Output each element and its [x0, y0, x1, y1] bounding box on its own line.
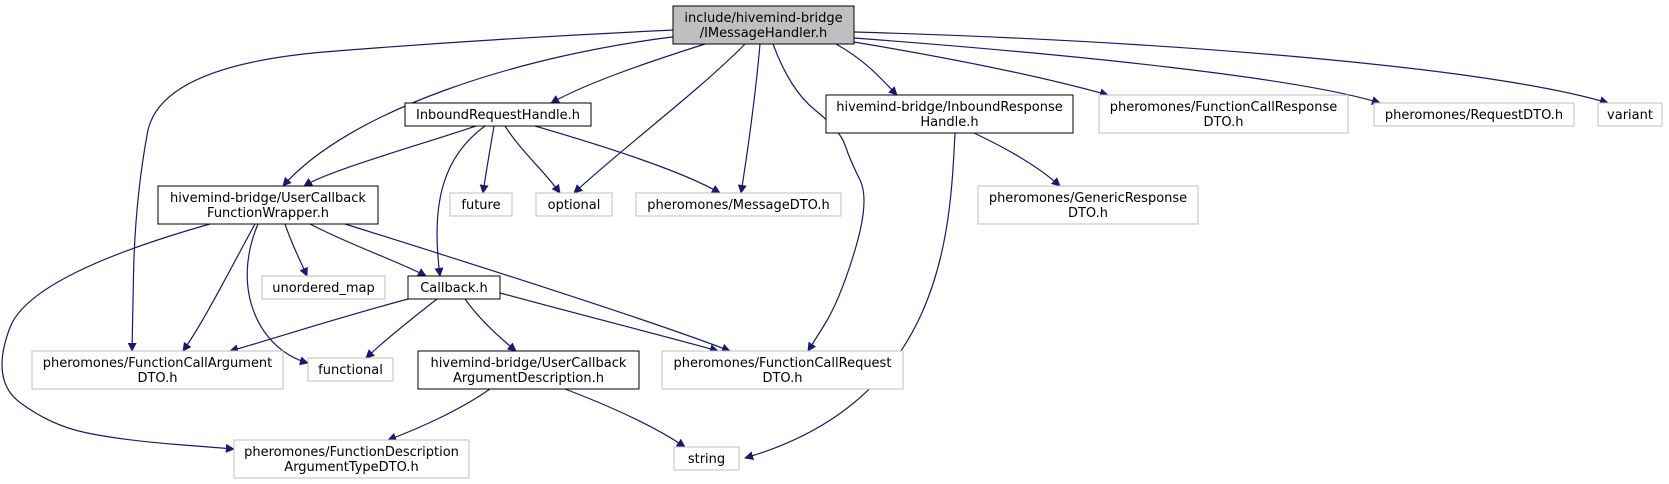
edge-inbound-response-to-generic-response	[973, 132, 1061, 187]
edge-root-to-fc-argument	[127, 29, 676, 352]
edge-callback-to-fc-argument	[229, 298, 409, 354]
edge-callback-to-functional	[365, 298, 438, 359]
node-label-line: Callback.h	[420, 281, 488, 296]
node-label-line: InboundRequestHandle.h	[416, 108, 580, 123]
node-label-line: FunctionWrapper.h	[207, 206, 329, 221]
edge-inbound-request-to-future	[479, 125, 495, 194]
node-label-line: pheromones/RequestDTO.h	[1385, 108, 1563, 123]
node-box	[307, 357, 394, 382]
node-box	[672, 5, 855, 45]
node-string: string	[673, 446, 740, 471]
node-callback[interactable]: Callback.h	[407, 275, 501, 300]
nodes-layer: include/hivemind-bridge/IMessageHandler.…	[31, 5, 1663, 479]
node-box	[635, 192, 842, 217]
node-box	[825, 94, 1074, 134]
node-label-line: string	[688, 452, 725, 467]
node-label-line: /IMessageHandler.h	[700, 26, 828, 41]
node-box	[404, 102, 592, 127]
node-box	[673, 446, 740, 471]
node-label-line: hivemind-bridge/InboundResponse	[836, 100, 1063, 115]
edge-root-to-message-dto	[737, 43, 761, 194]
node-optional: optional	[535, 192, 613, 217]
edge-user-callback-wrapper-to-fc-argument	[182, 223, 256, 352]
node-label-line: DTO.h	[762, 371, 802, 386]
node-unordered-map: unordered_map	[261, 275, 386, 300]
edge-user-callback-wrapper-to-fc-request	[344, 223, 731, 353]
node-box	[661, 350, 904, 390]
edge-callback-to-fc-request	[499, 292, 719, 354]
node-box	[157, 185, 379, 225]
node-arg-description[interactable]: hivemind-bridge/UserCallbackArgumentDesc…	[417, 350, 640, 390]
edge-root-to-user-callback-wrapper	[282, 35, 681, 187]
edge-root-to-fc-request	[772, 43, 865, 352]
edge-root-to-optional	[573, 43, 746, 194]
node-box	[417, 350, 640, 390]
node-box	[407, 275, 501, 300]
edge-inbound-request-to-message-dto	[534, 125, 721, 194]
node-label-line: DTO.h	[1203, 115, 1243, 130]
node-box	[261, 275, 386, 300]
edge-root-to-inbound-response	[835, 43, 898, 96]
node-label-line: DTO.h	[137, 371, 177, 386]
node-label-line: pheromones/GenericResponse	[989, 191, 1187, 206]
node-label-line: variant	[1607, 108, 1653, 123]
edge-arg-description-to-fd-argtype	[387, 388, 491, 442]
node-message-dto: pheromones/MessageDTO.h	[635, 192, 842, 217]
node-label-line: DTO.h	[1068, 206, 1108, 221]
edge-root-to-inbound-request	[550, 43, 706, 104]
node-inbound-request[interactable]: InboundRequestHandle.h	[404, 102, 592, 127]
node-box	[1373, 102, 1575, 127]
edge-root-to-request-dto	[853, 37, 1381, 105]
node-box	[1597, 102, 1663, 127]
node-box	[449, 192, 513, 217]
edge-user-callback-wrapper-to-unordered-map	[284, 223, 308, 277]
node-label-line: hivemind-bridge/UserCallback	[431, 356, 627, 371]
node-user-callback-wrapper[interactable]: hivemind-bridge/UserCallbackFunctionWrap…	[157, 185, 379, 225]
edge-user-callback-wrapper-to-fd-argtype	[1, 223, 235, 453]
node-request-dto: pheromones/RequestDTO.h	[1373, 102, 1575, 127]
node-label-line: pheromones/FunctionCallArgument	[43, 356, 273, 371]
node-label-line: future	[461, 198, 500, 213]
edge-user-callback-wrapper-to-functional	[246, 223, 309, 366]
node-box	[1098, 94, 1349, 134]
node-box	[31, 350, 284, 390]
node-root[interactable]: include/hivemind-bridge/IMessageHandler.…	[672, 5, 855, 45]
edge-user-callback-wrapper-to-callback	[309, 223, 427, 277]
edge-inbound-request-to-optional	[504, 125, 561, 194]
node-box	[977, 185, 1199, 225]
edges-layer	[1, 29, 1609, 461]
node-box	[535, 192, 613, 217]
node-label-line: functional	[318, 363, 383, 378]
node-label-line: pheromones/FunctionCallResponse	[1110, 100, 1338, 115]
edge-inbound-request-to-user-callback-wrapper	[303, 125, 477, 187]
node-label-line: optional	[548, 198, 601, 213]
node-label-line: pheromones/MessageDTO.h	[647, 198, 830, 213]
edge-inbound-request-to-callback	[434, 125, 486, 277]
node-label-line: ArgumentDescription.h	[453, 371, 604, 386]
node-future: future	[449, 192, 513, 217]
edge-root-to-fc-response	[853, 41, 1109, 98]
node-label-line: Handle.h	[920, 115, 978, 130]
node-fd-argtype: pheromones/FunctionDescriptionArgumentTy…	[233, 439, 470, 479]
node-label-line: pheromones/FunctionDescription	[244, 445, 459, 460]
edge-arg-description-to-string	[564, 388, 686, 448]
node-label-line: pheromones/FunctionCallRequest	[674, 356, 892, 371]
edge-inbound-response-to-string	[744, 132, 956, 461]
node-variant: variant	[1597, 102, 1663, 127]
node-label-line: hivemind-bridge/UserCallback	[170, 191, 366, 206]
node-box	[233, 439, 470, 479]
edge-root-to-variant	[853, 31, 1609, 105]
node-label-line: ArgumentTypeDTO.h	[284, 460, 418, 475]
node-functional: functional	[307, 357, 394, 382]
node-label-line: unordered_map	[272, 281, 375, 296]
edge-callback-to-arg-description	[464, 298, 517, 352]
node-label-line: include/hivemind-bridge	[684, 11, 842, 26]
